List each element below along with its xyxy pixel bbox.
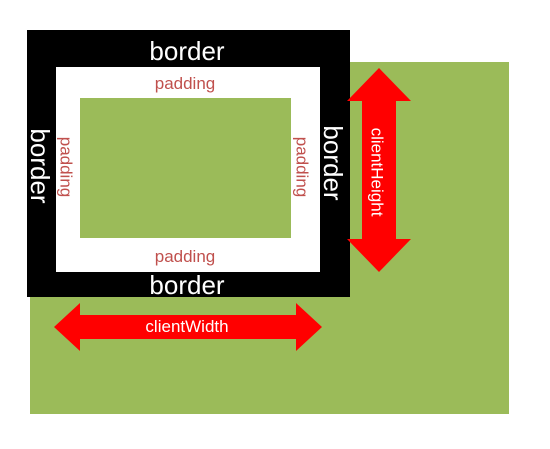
client-height-arrow [347,68,411,272]
client-width-arrow [54,303,322,351]
client-width-label: clientWidth [145,317,229,336]
border-label-top: border [149,36,225,66]
client-height-label: clientHeight [367,127,387,217]
content-box [80,98,291,238]
padding-label-top: padding [154,74,216,93]
border-label-bottom: border [149,270,225,300]
padding-label-bottom: padding [154,247,216,266]
